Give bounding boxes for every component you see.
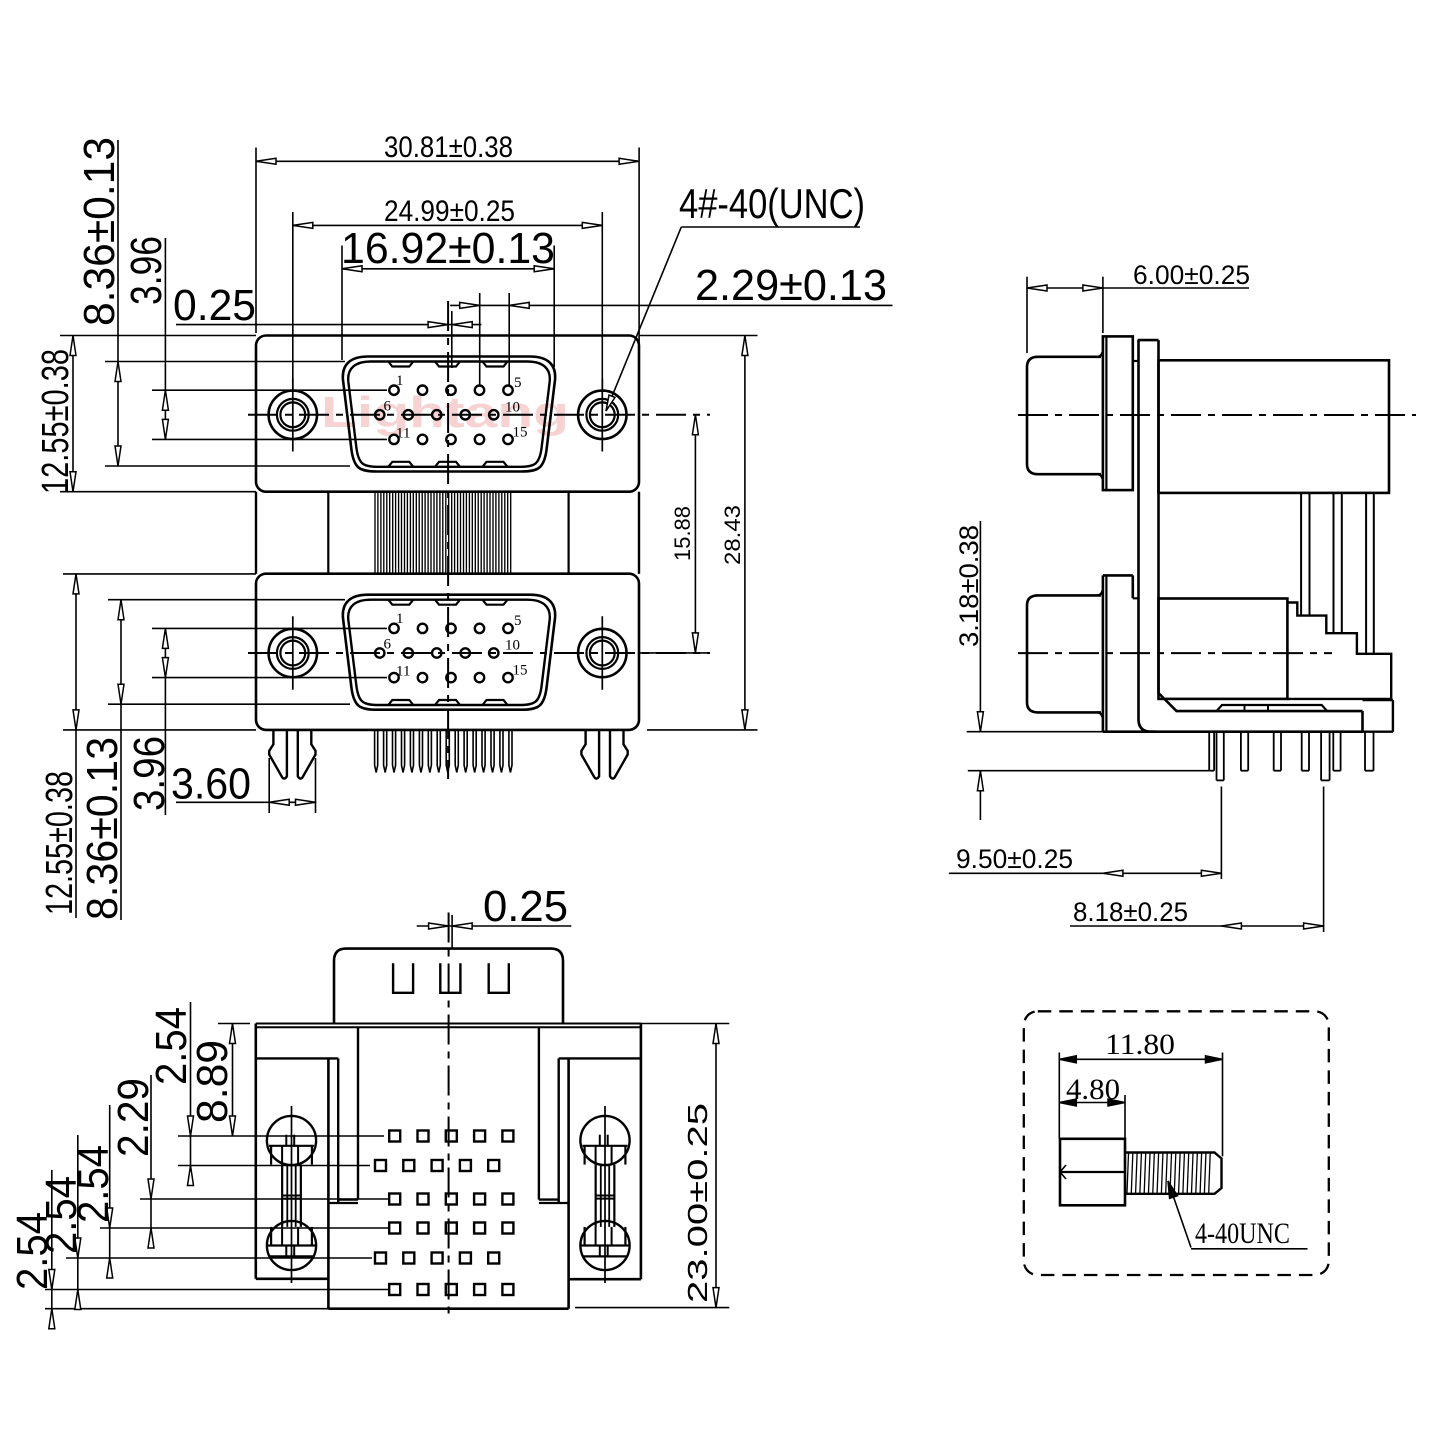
svg-text:Lightang: Lightang xyxy=(321,388,569,437)
svg-text:1: 1 xyxy=(396,611,404,627)
svg-text:5: 5 xyxy=(514,375,522,391)
svg-text:2.54: 2.54 xyxy=(8,1212,57,1290)
svg-text:0.25: 0.25 xyxy=(173,281,256,330)
svg-text:1: 1 xyxy=(396,373,404,389)
svg-text:15: 15 xyxy=(513,425,528,441)
svg-text:8.36±0.13: 8.36±0.13 xyxy=(78,737,127,920)
svg-text:3.60: 3.60 xyxy=(171,760,251,809)
svg-text:11.80: 11.80 xyxy=(1105,1028,1175,1061)
svg-text:12.55±0.38: 12.55±0.38 xyxy=(35,349,77,494)
svg-text:2.29: 2.29 xyxy=(109,1078,158,1157)
svg-text:23.00±0.25: 23.00±0.25 xyxy=(682,1103,713,1303)
svg-text:3.18±0.38: 3.18±0.38 xyxy=(954,525,984,647)
svg-text:15: 15 xyxy=(513,663,528,679)
svg-text:8.18±0.25: 8.18±0.25 xyxy=(1073,897,1188,927)
svg-text:4-40UNC: 4-40UNC xyxy=(1195,1217,1290,1250)
svg-text:10: 10 xyxy=(505,638,520,654)
svg-text:15.88: 15.88 xyxy=(670,506,695,561)
svg-text:30.81±0.38: 30.81±0.38 xyxy=(384,131,513,164)
svg-text:5: 5 xyxy=(514,613,522,629)
svg-text:16.92±0.13: 16.92±0.13 xyxy=(341,224,555,273)
svg-text:8.36±0.13: 8.36±0.13 xyxy=(75,137,124,326)
svg-text:6: 6 xyxy=(384,399,392,415)
svg-text:10: 10 xyxy=(505,400,520,416)
svg-text:9.50±0.25: 9.50±0.25 xyxy=(956,844,1073,874)
svg-text:2.54: 2.54 xyxy=(147,1007,196,1085)
svg-text:6.00±0.25: 6.00±0.25 xyxy=(1133,260,1250,290)
svg-text:24.99±0.25: 24.99±0.25 xyxy=(384,195,515,228)
svg-text:11: 11 xyxy=(396,664,410,680)
svg-text:11: 11 xyxy=(396,426,410,442)
svg-text:8.89: 8.89 xyxy=(188,1040,237,1123)
svg-text:3.96: 3.96 xyxy=(125,736,174,811)
svg-text:28.43: 28.43 xyxy=(720,505,745,565)
svg-text:6: 6 xyxy=(384,637,392,653)
svg-text:2.29±0.13: 2.29±0.13 xyxy=(695,261,887,310)
svg-text:0.25: 0.25 xyxy=(483,882,568,931)
svg-text:12.55±0.38: 12.55±0.38 xyxy=(39,771,81,915)
svg-text:3.96: 3.96 xyxy=(122,236,171,305)
svg-text:2.54: 2.54 xyxy=(37,1176,86,1254)
svg-text:4#-40(UNC): 4#-40(UNC) xyxy=(679,180,865,227)
svg-text:4.80: 4.80 xyxy=(1066,1073,1120,1106)
